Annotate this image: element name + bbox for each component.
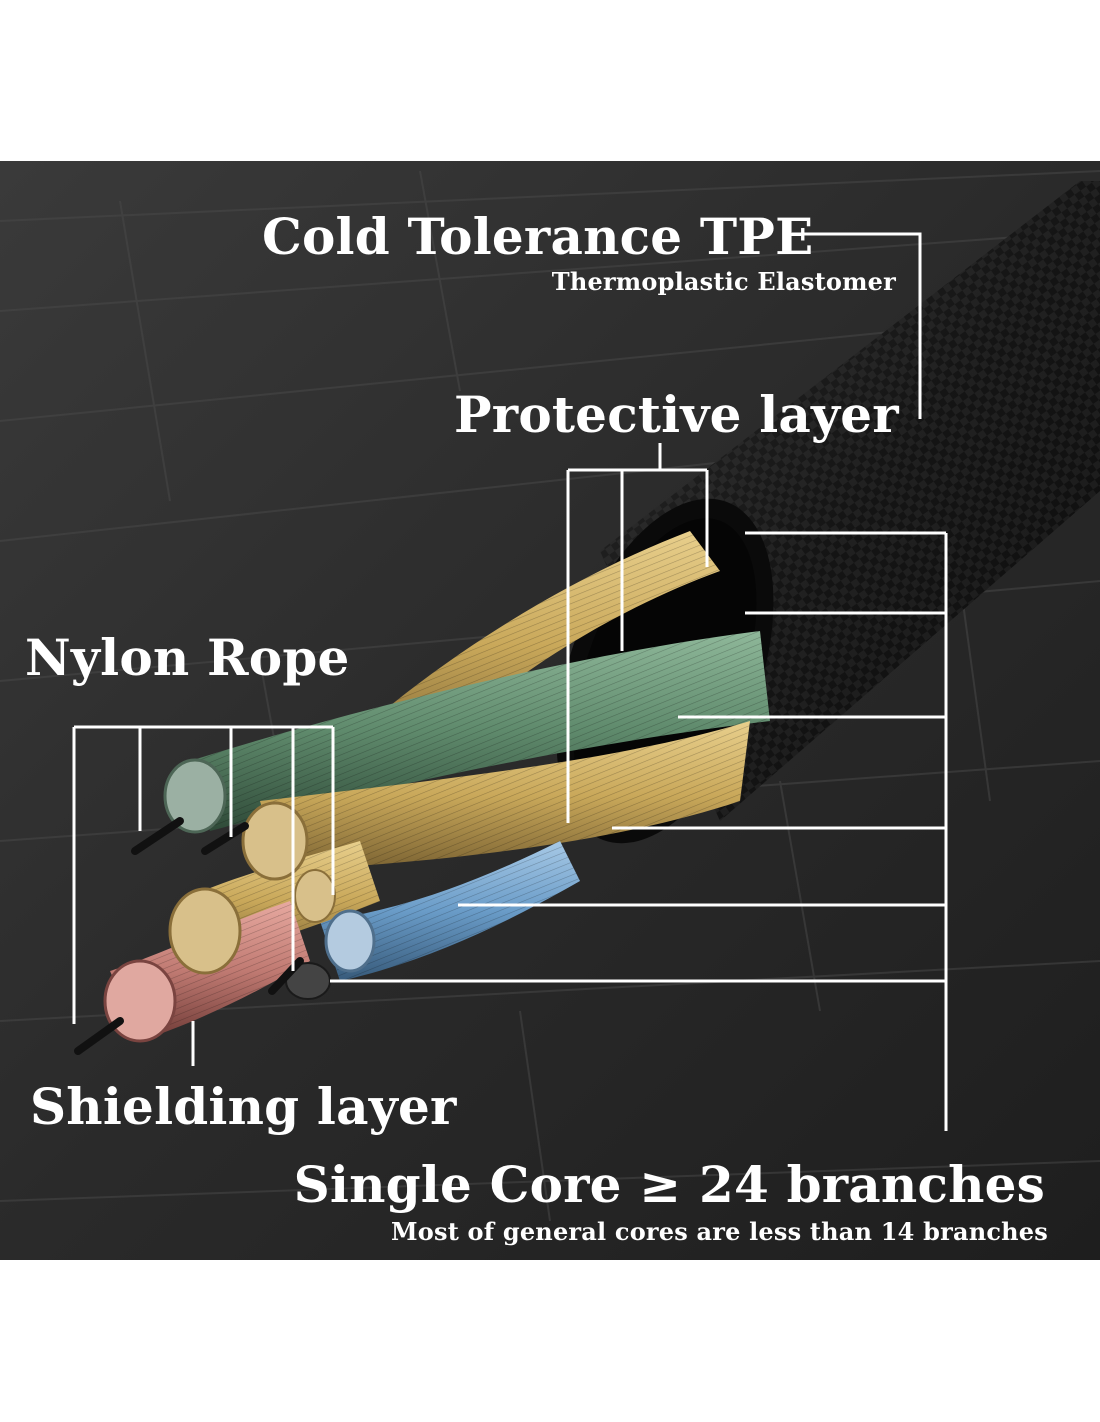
general-cores-label: Most of general cores are less than 14 b… <box>391 1217 1048 1246</box>
protective-layer-label: Protective layer <box>454 385 899 444</box>
thermoplastic-label: Thermoplastic Elastomer <box>551 267 896 296</box>
nylon-rope-ends <box>74 817 304 1055</box>
green-strand <box>190 631 770 831</box>
blue-strand <box>320 841 580 981</box>
protective-callout-bracket <box>566 443 709 823</box>
single-core-label: Single Core ≥ 24 branches <box>293 1155 1045 1214</box>
cold-tolerance-label: Cold Tolerance TPE <box>262 207 814 266</box>
nylon-rope-label: Nylon Rope <box>25 628 350 687</box>
gold-strand-middle <box>260 721 750 871</box>
shielding-layer-label: Shielding layer <box>30 1077 457 1136</box>
callout-lines <box>72 232 948 1131</box>
product-image-panel: Cold Tolerance TPE Thermoplastic Elastom… <box>0 161 1100 1260</box>
tpe-callout-line <box>792 232 922 419</box>
cable-cross-section-illustration <box>0 161 1100 1260</box>
nylon-callout-bracket <box>72 725 335 1024</box>
